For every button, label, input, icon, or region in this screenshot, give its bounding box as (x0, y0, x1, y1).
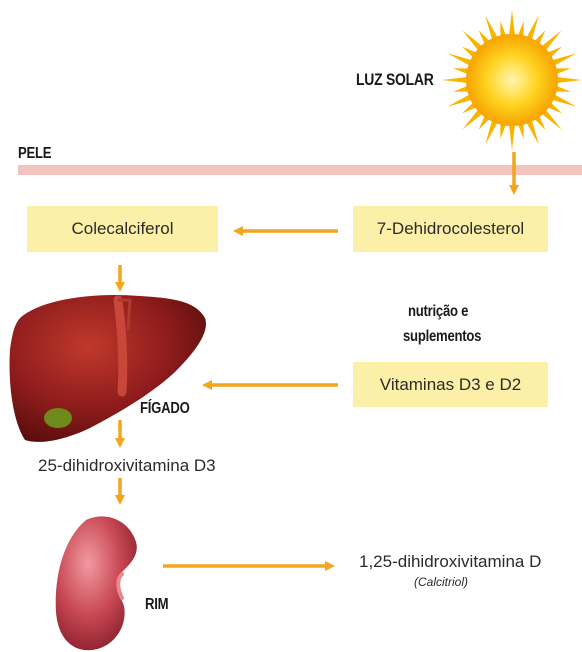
skin-label: PELE (18, 145, 51, 163)
kidney-label: RIM (145, 596, 168, 614)
nutrition-label-line2: suplementos (403, 324, 481, 349)
sunlight-label: LUZ SOLAR (356, 70, 434, 90)
final-compound-sublabel: (Calcitriol) (414, 575, 468, 589)
dehydrocholesterol-label: 7-Dehidrocolesterol (377, 219, 524, 239)
skin-band (18, 165, 582, 175)
dehydrocholesterol-box: 7-Dehidrocolesterol (353, 206, 548, 252)
supplements-label: suplementos (403, 324, 481, 349)
liver-icon (10, 295, 206, 442)
nutrition-label: nutrição e (408, 299, 468, 324)
hydroxyvitamin-label: 25-dihidroxivitamina D3 (38, 456, 216, 476)
cholecalciferol-label: Colecalciferol (71, 219, 173, 239)
kidney-icon (56, 516, 137, 650)
sun-ray (509, 10, 515, 36)
sun-ray (556, 77, 582, 83)
liver-label: FÍGADO (140, 400, 190, 418)
cholecalciferol-box: Colecalciferol (27, 206, 218, 252)
sun-ray (442, 77, 468, 83)
nutrition-label-line1: nutrição e (408, 299, 468, 324)
vitamins-box: Vitaminas D3 e D2 (353, 362, 548, 407)
final-compound-label: 1,25-dihidroxivitamina D (359, 552, 541, 572)
sun-ray (509, 124, 515, 150)
sun-icon (442, 10, 582, 150)
vitamins-label: Vitaminas D3 e D2 (380, 375, 521, 395)
